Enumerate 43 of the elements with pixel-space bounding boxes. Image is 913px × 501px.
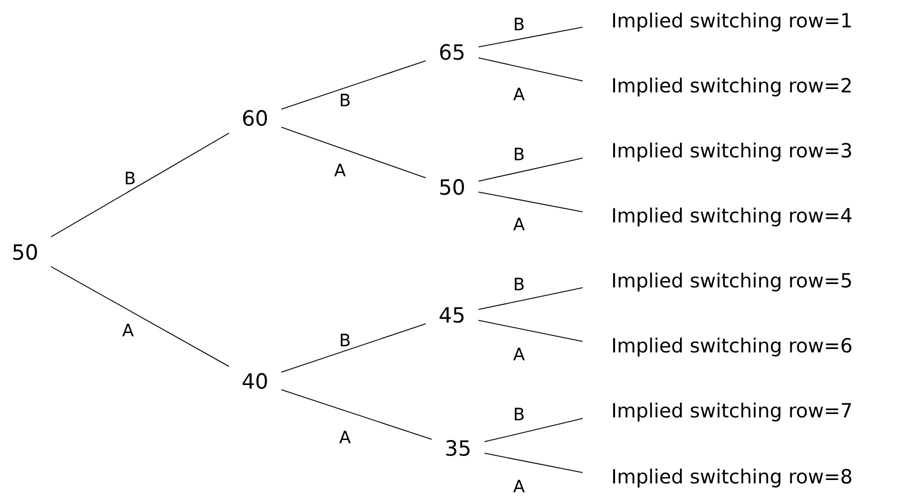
edge-label: B xyxy=(514,278,524,290)
value-label: 45 xyxy=(440,307,464,323)
value-label: 35 xyxy=(446,440,470,456)
branch-line xyxy=(280,389,432,440)
edge-label: B xyxy=(514,148,524,160)
value-label: 60 xyxy=(243,110,267,126)
edge-label: B xyxy=(340,334,350,346)
edge-label: B xyxy=(126,172,135,184)
branch-line xyxy=(280,126,426,178)
edge-label: A xyxy=(513,88,525,100)
outcome-label: Implied switching row=8 xyxy=(613,468,852,488)
branch-line xyxy=(484,452,583,474)
branch-line xyxy=(478,57,584,82)
branch-line xyxy=(478,192,583,212)
value-label: 50 xyxy=(440,179,464,195)
branch-line xyxy=(50,266,230,367)
branch-line xyxy=(478,287,584,310)
outcome-label: Implied switching row=6 xyxy=(613,338,852,356)
branch-line xyxy=(280,60,426,110)
edge-label: A xyxy=(513,348,525,360)
edge-label: A xyxy=(122,324,134,336)
edge-label: B xyxy=(340,94,350,106)
edge-label: A xyxy=(334,164,346,176)
value-label: 65 xyxy=(440,44,464,60)
edge-label: A xyxy=(513,480,525,492)
outcome-label: Implied switching row=2 xyxy=(613,78,851,96)
branch-line xyxy=(478,320,584,342)
branch-line xyxy=(484,418,584,442)
outcome-label: Implied switching row=3 xyxy=(613,142,852,162)
outcome-label: Implied switching row=7 xyxy=(613,402,851,422)
outcome-label: Implied switching row=5 xyxy=(613,272,851,292)
edge-label: B xyxy=(514,408,524,420)
edge-label: A xyxy=(513,218,525,230)
edge-label: B xyxy=(514,18,524,30)
branch-line xyxy=(478,26,583,48)
branch-line xyxy=(280,323,426,373)
value-label: 50 xyxy=(13,244,37,260)
branch-line xyxy=(50,132,230,238)
value-label: 40 xyxy=(242,373,267,389)
edge-label: A xyxy=(339,430,351,444)
branch-line xyxy=(478,158,584,182)
outcome-label: Implied switching row=1 xyxy=(613,12,851,32)
outcome-label: Implied switching row=4 xyxy=(613,208,852,226)
